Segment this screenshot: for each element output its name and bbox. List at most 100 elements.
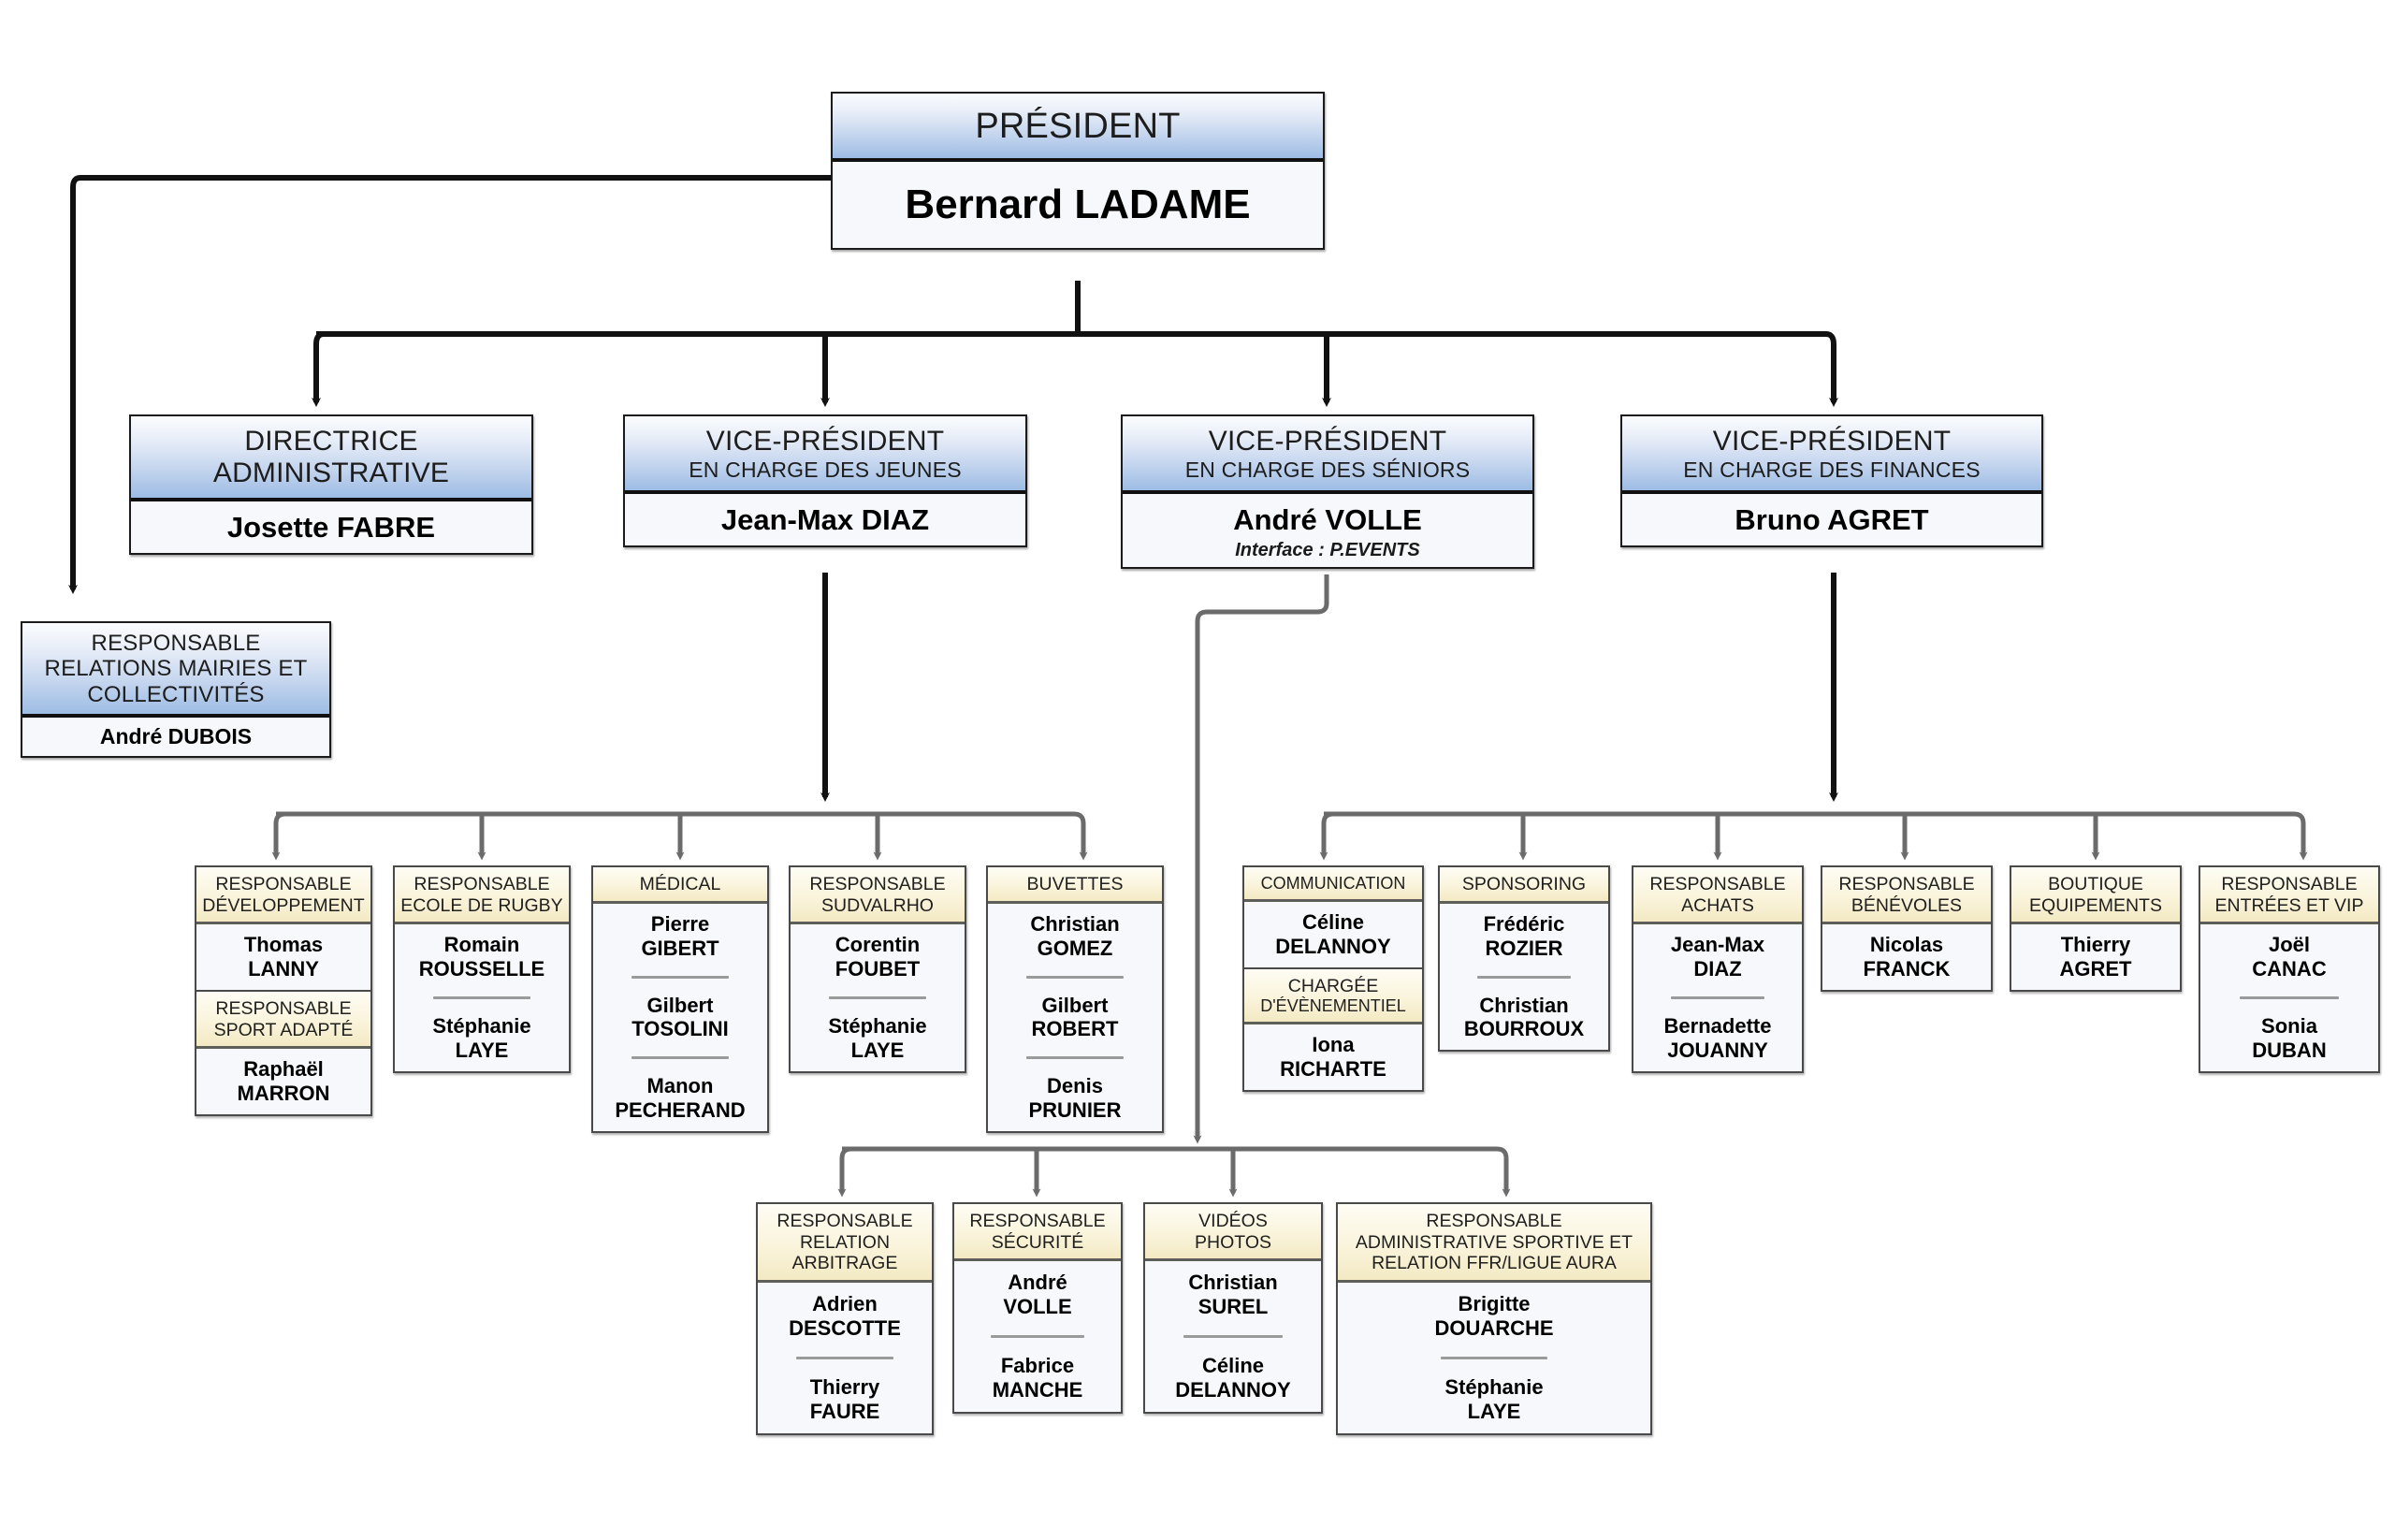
ju3-h2: SUDVALRHO [821,894,934,916]
node-vp-seniors[interactable]: VICE-PRÉSIDENT EN CHARGE DES SÉNIORS And… [1121,414,1534,569]
boutique-equipements-header: BOUTIQUE EQUIPEMENTS [2011,867,2180,925]
ju0-h2: DÉVELOPPEMENT [202,894,365,916]
fu2-pa-last: DIAZ [1693,957,1742,981]
achats-person-1: Jean-Max DIAZ [1633,924,1802,990]
node-directrice-administrative[interactable]: DIRECTRICE ADMINISTRATIVE Josette FABRE [129,414,533,555]
dir0-title-line1: DIRECTRICE [244,426,418,457]
fu2-pa-first: Jean-Max [1670,933,1765,957]
su2-h1: VIDÉOS [1198,1211,1268,1231]
ju1-pb-first: Stéphanie [432,1014,531,1039]
ju2-pa-first: Pierre [650,911,710,936]
vp-finances-title: VICE-PRÉSIDENT EN CHARGE DES FINANCES [1622,416,2041,495]
su3-pb-first: Stéphanie [1444,1374,1544,1399]
dir2-title-line2: EN CHARGE DES SÉNIORS [1184,458,1471,483]
su3-h1: RESPONSABLE [1426,1211,1562,1231]
divider [1476,975,1572,979]
node-medical[interactable]: MÉDICAL Pierre GIBERT Gilbert TOSOLINI M… [591,865,769,1134]
videos-person-1: Christian SUREL [1145,1261,1321,1329]
su0-h2: RELATION [799,1231,891,1253]
su0-h1: RESPONSABLE [777,1211,913,1231]
divider [631,1056,730,1060]
divider [1183,1335,1283,1339]
fu4-h1: BOUTIQUE [2048,874,2143,894]
buvettes-person-3: Denis PRUNIER [988,1066,1162,1131]
fu0-pa-last: DELANNOY [1275,934,1391,958]
fu1-pa-first: Frédéric [1483,911,1565,936]
achats-person-2: Bernadette JOUANNY [1633,1006,1802,1071]
node-vp-jeunes[interactable]: VICE-PRÉSIDENT EN CHARGE DES JEUNES Jean… [623,414,1027,547]
ju3-pa-first: Corentin [835,933,921,957]
node-responsable-sudvalrho[interactable]: RESPONSABLE SUDVALRHO Corentin FOUBET St… [789,865,966,1074]
arbitrage-person-2: Thierry FAURE [758,1366,932,1433]
node-responsable-administrative-sportive[interactable]: RESPONSABLE ADMINISTRATIVE SPORTIVE ET R… [1336,1202,1652,1435]
ju2-pc-first: Manon [646,1074,714,1098]
fu5-h2: ENTRÉES ET VIP [2214,894,2364,916]
dir3-title-line2: EN CHARGE DES FINANCES [1683,458,1981,483]
entrees-vip-person-2: Sonia DUBAN [2200,1006,2378,1071]
su1-h2: SÉCURITÉ [991,1231,1084,1253]
relation-arbitrage-header: RESPONSABLE RELATION ARBITRAGE [758,1204,932,1283]
entrees-vip-person-1: Joël CANAC [2200,924,2378,990]
fu5-pb-first: Sonia [2261,1014,2317,1039]
ju3-pb-first: Stéphanie [828,1014,927,1039]
node-sponsoring[interactable]: SPONSORING Frédéric ROZIER Christian BOU… [1438,865,1610,1053]
node-responsable-developpement[interactable]: RESPONSABLE DÉVELOPPEMENT Thomas LANNY R… [195,865,372,1117]
communication-header: COMMUNICATION [1244,867,1422,902]
node-vp-finances[interactable]: VICE-PRÉSIDENT EN CHARGE DES FINANCES Br… [1620,414,2043,547]
benevoles-person: Nicolas FRANCK [1822,924,1991,990]
buvettes-person-2: Gilbert ROBERT [988,985,1162,1051]
buvettes-header: BUVETTES [988,867,1162,904]
sudvalrho-person-2: Stéphanie LAYE [791,1006,965,1071]
responsable-benevoles-header: RESPONSABLE BÉNÉVOLES [1822,867,1991,925]
fu1-pa-last: ROZIER [1485,936,1563,960]
fu0-pb-first: Iona [1312,1033,1355,1057]
ju2-pa-last: GIBERT [641,936,719,960]
ju0-h2-2: SPORT ADAPTÉ [213,1019,354,1040]
node-videos-photos[interactable]: VIDÉOS PHOTOS Christian SUREL Céline DEL… [1143,1202,1323,1415]
dir1-title-line1: VICE-PRÉSIDENT [705,426,945,457]
divider [1441,1356,1547,1359]
ju4-pc-first: Denis [1047,1074,1103,1098]
node-responsable-achats[interactable]: RESPONSABLE ACHATS Jean-Max DIAZ Bernade… [1632,865,1804,1074]
divider [1670,996,1765,1000]
ju1-pa-last: ROUSSELLE [418,957,545,981]
chargee-evenementiel-person: Iona RICHARTE [1244,1024,1422,1090]
node-responsable-relation-arbitrage[interactable]: RESPONSABLE RELATION ARBITRAGE Adrien DE… [756,1202,934,1435]
responsable-sport-adapte-person: Raphaël MARRON [196,1049,370,1114]
node-boutique-equipements[interactable]: BOUTIQUE EQUIPEMENTS Thierry AGRET [2010,865,2182,993]
medical-person-1: Pierre GIBERT [593,904,767,969]
fu3-h2: BÉNÉVOLES [1851,894,1963,916]
su1-pb-first: Fabrice [1000,1354,1075,1378]
ecole-rugby-person-2: Stéphanie LAYE [395,1006,569,1071]
node-responsable-ecole-rugby[interactable]: RESPONSABLE ECOLE DE RUGBY Romain ROUSSE… [393,865,571,1074]
ju2-h1: MÉDICAL [639,874,721,894]
node-responsable-benevoles[interactable]: RESPONSABLE BÉNÉVOLES Nicolas FRANCK [1821,865,1993,993]
su0-h3: ARBITRAGE [791,1253,898,1274]
node-responsable-securite[interactable]: RESPONSABLE SÉCURITÉ André VOLLE Fabrice… [952,1202,1123,1415]
sponsoring-person-1: Frédéric ROZIER [1440,904,1608,969]
node-president[interactable]: PRÉSIDENT Bernard LADAME [831,92,1325,251]
boutique-person: Thierry AGRET [2011,924,2180,990]
vp-finances-name: Bruno AGRET [1735,503,1929,537]
ju0-h2-1: RESPONSABLE [215,998,352,1020]
chargee-evenementiel-header: CHARGÉE D'ÉVÈNEMENTIEL [1244,966,1422,1025]
su1-pa-first: André [1008,1271,1067,1295]
su3-pa-last: DOUARCHE [1434,1315,1554,1340]
ju4-pa-first: Christian [1030,911,1120,936]
responsable-developpement-header: RESPONSABLE DÉVELOPPEMENT [196,867,370,925]
fu3-h1: RESPONSABLE [1838,874,1975,894]
dir0-title-line2: ADMINISTRATIVE [212,458,450,489]
ecole-rugby-person-1: Romain ROUSSELLE [395,924,569,990]
vp-jeunes-name: Jean-Max DIAZ [720,503,930,537]
relations-mairies-name: André DUBOIS [99,724,253,749]
su0-pb-last: FAURE [809,1399,880,1423]
node-communication[interactable]: COMMUNICATION Céline DELANNOY CHARGÉE D'… [1242,865,1424,1093]
fu2-pb-last: JOUANNY [1667,1039,1768,1063]
node-responsable-entrees-vip[interactable]: RESPONSABLE ENTRÉES ET VIP Joël CANAC So… [2199,865,2380,1074]
node-relations-mairies[interactable]: RESPONSABLE RELATIONS MAIRIES ET COLLECT… [21,621,331,759]
responsable-sport-adapte-header: RESPONSABLE SPORT ADAPTÉ [196,990,370,1050]
node-buvettes[interactable]: BUVETTES Christian GOMEZ Gilbert ROBERT … [986,865,1164,1134]
su3-pa-first: Brigitte [1458,1291,1531,1315]
su3-h2: ADMINISTRATIVE SPORTIVE ET [1355,1231,1633,1253]
